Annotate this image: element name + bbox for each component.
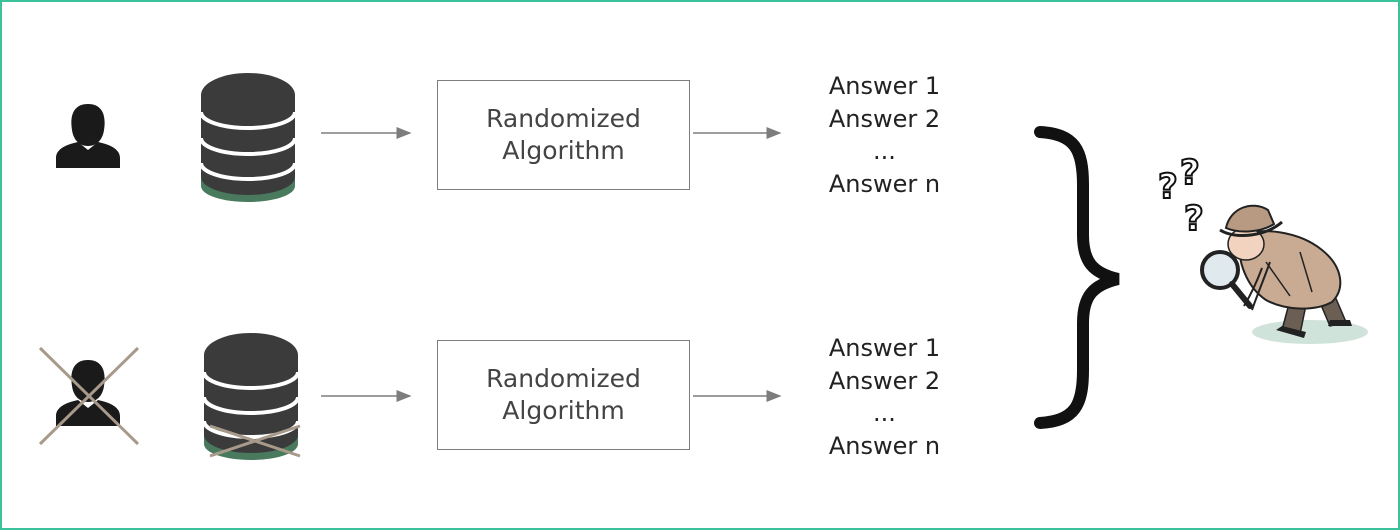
cross-out-mark (209, 424, 301, 458)
svg-text:?: ? (1180, 153, 1200, 193)
cross-out-mark (38, 346, 140, 446)
algorithm-label-line1: Randomized (486, 104, 641, 133)
algorithm-label-line2: Algorithm (502, 396, 625, 425)
answer-item: Answer 2 (828, 366, 941, 395)
person-icon (56, 360, 120, 426)
curly-brace-icon (1034, 126, 1120, 429)
answers-list: Answer 1 Answer 2 ... Answer n (812, 332, 957, 462)
database-icon (199, 73, 297, 202)
detective-magnifier-icon: ? ? ? (1157, 152, 1368, 344)
algorithm-label-line1: Randomized (486, 364, 641, 393)
answer-ellipsis: ... (873, 137, 896, 165)
database-icon (202, 333, 300, 460)
randomized-algorithm-box: Randomized Algorithm (437, 340, 690, 450)
answer-ellipsis: ... (873, 399, 896, 427)
person-icon (56, 104, 120, 168)
answers-list: Answer 1 Answer 2 ... Answer n (812, 70, 957, 200)
answer-item: Answer 1 (828, 72, 941, 100)
answer-item: Answer n (828, 431, 941, 460)
svg-text:?: ? (1158, 167, 1178, 207)
answer-item: Answer 1 (828, 334, 941, 362)
answer-item: Answer 2 (828, 104, 941, 133)
answer-item: Answer n (828, 169, 941, 198)
svg-text:?: ? (1184, 199, 1204, 239)
algorithm-label-line2: Algorithm (502, 136, 625, 165)
randomized-algorithm-box: Randomized Algorithm (437, 80, 690, 190)
